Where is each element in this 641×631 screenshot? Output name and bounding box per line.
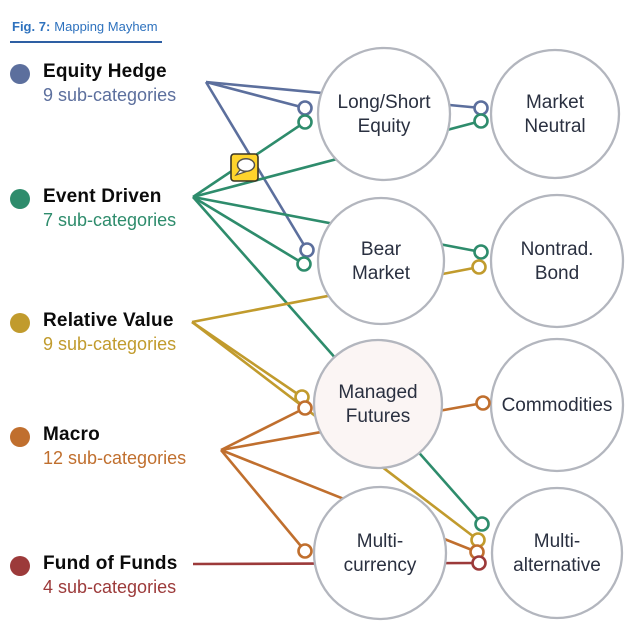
node-label-nontrad-bond: Nontrad.Bond [521,239,594,284]
category-title: Equity Hedge [43,61,167,82]
node-multi-currency [312,485,448,621]
link-equity-hedge-to-long-short-equity [205,80,306,110]
category-macro: Macro 12 sub-categories [10,424,186,470]
node-market-neutral [489,48,621,180]
category-title: Macro [43,424,100,445]
category-relative-value: Relative Value 9 sub-categories [10,310,176,356]
node-multi-alternative [490,486,624,620]
category-title: Fund of Funds [43,553,178,574]
category-dot-event-driven [10,189,30,209]
endpoint-relative-value-to-nontrad-bond [471,259,487,275]
node-bear-market [316,196,446,326]
link-event-driven-to-bear-market [192,195,305,266]
endpoint-macro-to-multi-currency [297,543,313,559]
category-title: Event Driven [43,186,162,207]
endpoint-equity-hedge-to-market-neutral [473,100,489,116]
endpoint-equity-hedge-to-long-short-equity [297,100,313,116]
category-subtitle: 4 sub-categories [43,577,177,597]
category-dot-relative-value [10,313,30,333]
node-label-commodities: Commodities [502,395,613,416]
endpoint-event-driven-to-multi-alternative [474,516,490,532]
link-macro-to-managed-futures [220,406,306,452]
node-label-multi-currency: Multi-currency [344,531,417,576]
node-commodities [489,337,625,473]
endpoint-fund-of-funds-to-multi-alternative [471,555,487,571]
endpoint-event-driven-to-nontrad-bond [473,244,489,260]
category-subtitle: 12 sub-categories [43,448,187,468]
category-dot-equity-hedge [10,64,30,84]
category-subtitle: 9 sub-categories [43,85,177,105]
category-title: Relative Value [43,310,174,331]
category-subtitle: 9 sub-categories [43,334,177,354]
figure-title: Mapping Mayhem [54,19,158,34]
endpoint-equity-hedge-to-bear-market [299,242,315,258]
category-event-driven: Event Driven 7 sub-categories [10,186,176,232]
node-long-short-equity [316,46,452,182]
endpoint-macro-to-commodities [475,395,491,411]
node-label-multi-alternative: Multi-alternative [513,531,601,576]
node-managed-futures [312,338,444,470]
link-macro-to-multi-currency [220,449,306,552]
category-dot-macro [10,427,30,447]
comment-annotation-icon[interactable] [230,153,259,182]
endpoint-event-driven-to-market-neutral [473,113,489,129]
node-nontrad-bond [489,193,625,329]
category-equity-hedge: Equity Hedge 9 sub-categories [10,61,176,107]
endpoint-event-driven-to-long-short-equity [297,114,313,130]
category-subtitle: 7 sub-categories [43,210,177,230]
endpoint-macro-to-managed-futures [297,400,313,416]
endpoint-event-driven-to-bear-market [296,256,312,272]
category-dot-fund-of-funds [10,556,30,576]
figure-number: Fig. 7: [12,19,51,34]
figure-caption: Fig. 7:Mapping Mayhem [10,19,162,43]
category-fund-of-funds: Fund of Funds 4 sub-categories [10,553,178,599]
